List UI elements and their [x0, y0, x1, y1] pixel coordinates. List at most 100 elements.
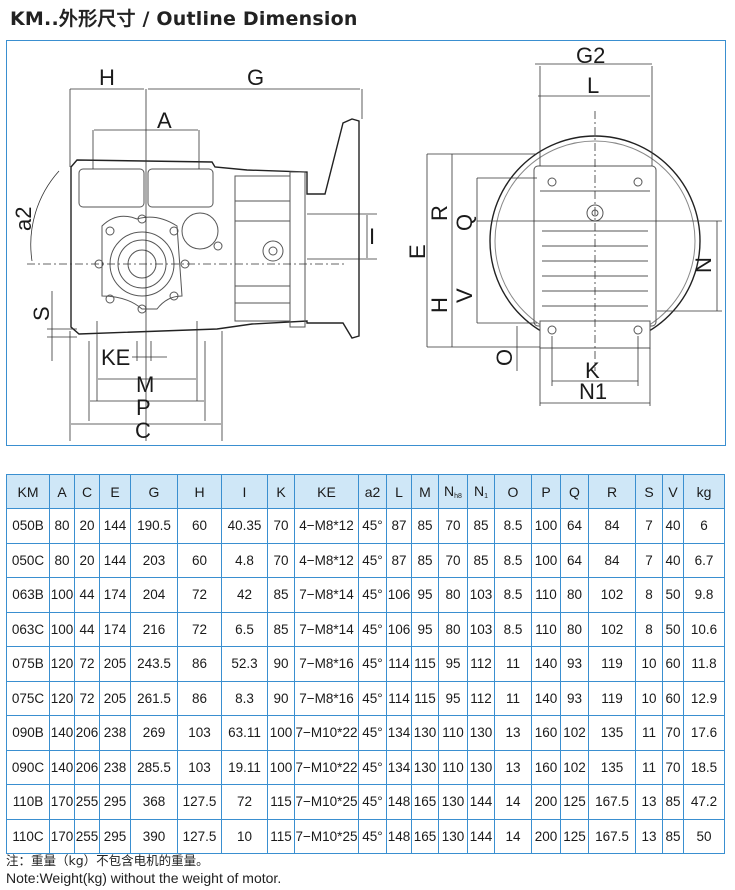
table-cell: 7 — [635, 542, 663, 578]
column-header-subscript: h8 — [454, 493, 462, 500]
table-cell: 13 — [635, 818, 663, 854]
table-cell: 115 — [267, 818, 295, 854]
table-cell: 8 — [635, 611, 663, 647]
table-cell: 40.35 — [221, 508, 268, 544]
table-cell: 7−M8*14 — [294, 611, 359, 647]
table-cell: 4.8 — [221, 542, 268, 578]
table-cell: 95 — [438, 646, 468, 682]
table-cell: 075B — [6, 646, 50, 682]
dim-label-L: L — [587, 73, 599, 98]
drawing-svg: H G A a2 S I KE M P C G2 L R Q E H V N O… — [11, 43, 722, 443]
table-cell: 134 — [386, 749, 412, 785]
table-cell: 72 — [221, 784, 268, 820]
table-cell: 115 — [411, 680, 439, 716]
table-cell: 11 — [494, 680, 532, 716]
outline-drawing: H G A a2 S I KE M P C G2 L R Q E H V N O… — [6, 40, 726, 446]
table-cell: 10 — [635, 646, 663, 682]
table-cell: 135 — [588, 749, 636, 785]
table-cell: 72 — [74, 680, 100, 716]
table-cell: 85 — [267, 577, 295, 613]
table-cell: 18.5 — [683, 749, 725, 785]
table-cell: 85 — [467, 542, 495, 578]
table-cell: 72 — [177, 611, 222, 647]
table-cell: 130 — [411, 749, 439, 785]
column-header-label: O — [507, 483, 519, 500]
table-cell: 090C — [6, 749, 50, 785]
column-header: Q — [560, 474, 589, 509]
table-cell: 95 — [438, 680, 468, 716]
table-cell: 10 — [221, 818, 268, 854]
table-cell: 216 — [130, 611, 178, 647]
table-cell: 110B — [6, 784, 50, 820]
column-header-label: A — [57, 483, 67, 500]
table-cell: 85 — [411, 542, 439, 578]
column-header-label: G — [148, 483, 160, 500]
column-header: R — [588, 474, 636, 509]
table-cell: 60 — [177, 542, 222, 578]
column-header: E — [99, 474, 131, 509]
table-cell: 200 — [531, 784, 561, 820]
table-cell: 170 — [49, 818, 75, 854]
table-cell: 255 — [74, 818, 100, 854]
table-cell: 44 — [74, 611, 100, 647]
table-cell: 8.3 — [221, 680, 268, 716]
table-cell: 85 — [411, 508, 439, 544]
table-cell: 45° — [358, 646, 387, 682]
table-cell: 64 — [560, 542, 589, 578]
column-header: H — [177, 474, 222, 509]
table-cell: 80 — [49, 508, 75, 544]
column-header-subscript: 1 — [484, 493, 489, 500]
table-cell: 130 — [438, 784, 468, 820]
column-header: KE — [294, 474, 359, 509]
table-cell: 269 — [130, 715, 178, 751]
dim-label-KE: KE — [101, 345, 130, 370]
table-cell: 100 — [531, 508, 561, 544]
table-cell: 238 — [99, 715, 131, 751]
dim-label-G2: G2 — [576, 43, 605, 68]
table-cell: 130 — [467, 715, 495, 751]
dim-label-K: K — [585, 358, 600, 383]
column-header-label: E — [110, 483, 120, 500]
table-cell: 110 — [438, 715, 468, 751]
table-cell: 7−M10*22 — [294, 715, 359, 751]
table-cell: 120 — [49, 646, 75, 682]
table-cell: 13 — [635, 784, 663, 820]
table-cell: 6.7 — [683, 542, 725, 578]
table-cell: 10 — [635, 680, 663, 716]
table-cell: 115 — [267, 784, 295, 820]
table-cell: 102 — [588, 577, 636, 613]
table-cell: 100 — [531, 542, 561, 578]
table-cell: 103 — [467, 577, 495, 613]
table-cell: 20 — [74, 542, 100, 578]
table-cell: 8.5 — [494, 611, 532, 647]
column-header-label: I — [242, 483, 247, 500]
table-cell: 80 — [438, 611, 468, 647]
table-cell: 174 — [99, 611, 131, 647]
table-cell: 203 — [130, 542, 178, 578]
column-header: N1 — [467, 474, 495, 509]
column-header-label: R — [606, 483, 618, 500]
table-cell: 80 — [438, 577, 468, 613]
table-cell: 110 — [531, 577, 561, 613]
table-cell: 238 — [99, 749, 131, 785]
table-cell: 9.8 — [683, 577, 725, 613]
table-cell: 70 — [267, 508, 295, 544]
dim-label-M: M — [136, 372, 154, 397]
column-header: S — [635, 474, 663, 509]
dim-label-I: I — [369, 224, 375, 249]
column-header-label: P — [541, 483, 551, 500]
table-cell: 7−M10*25 — [294, 818, 359, 854]
column-header: P — [531, 474, 561, 509]
table-cell: 8.5 — [494, 577, 532, 613]
dim-label-H: H — [99, 65, 115, 90]
table-cell: 174 — [99, 577, 131, 613]
table-cell: 7−M10*25 — [294, 784, 359, 820]
table-cell: 200 — [531, 818, 561, 854]
dim-label-H-front: H — [427, 297, 452, 313]
table-cell: 17.6 — [683, 715, 725, 751]
